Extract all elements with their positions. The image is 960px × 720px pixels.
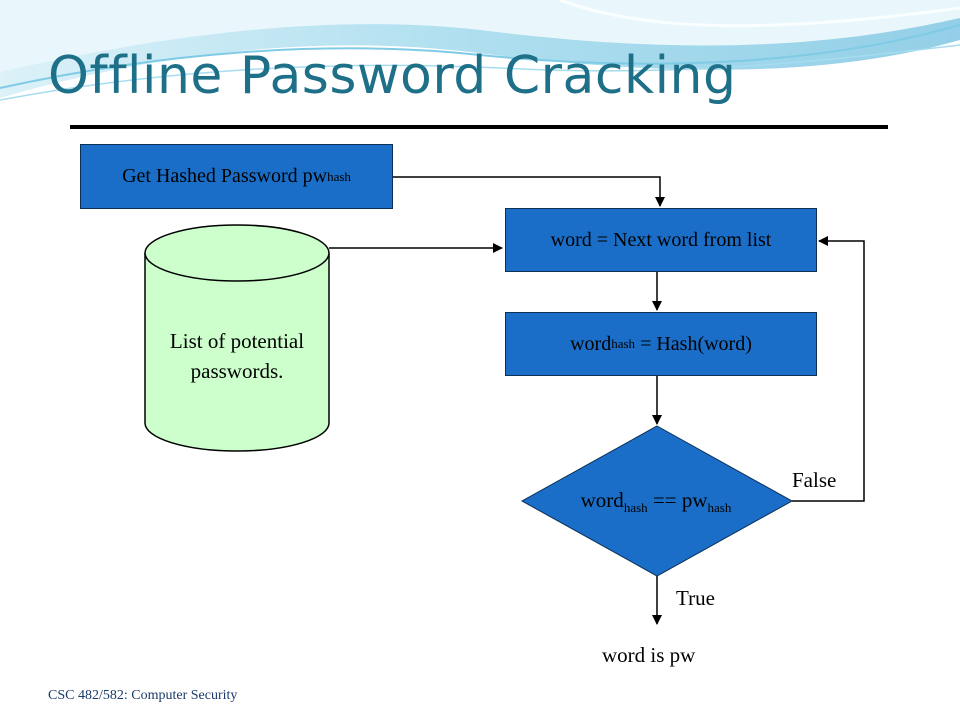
- true-label: True: [676, 586, 715, 610]
- hash-word-text-a: word: [570, 332, 612, 355]
- database-label: List of potential passwords.: [145, 326, 329, 386]
- database-label-line2: passwords.: [190, 359, 284, 383]
- slide-footer: CSC 482/582: Computer Security: [48, 688, 238, 703]
- result-label: word is pw: [602, 643, 696, 667]
- decision-text-a: word: [580, 488, 624, 512]
- arrow-gethash-to-nextword: [393, 176, 665, 207]
- title-divider: [70, 125, 888, 129]
- slide-title: Offline Password Cracking: [48, 46, 737, 106]
- database-label-line1: List of potential: [169, 329, 305, 353]
- decision-subscript-b: hash: [707, 500, 732, 516]
- false-label: False: [792, 468, 837, 492]
- decision-label: wordhash == pwhash: [520, 488, 792, 516]
- background-wave: [0, 0, 960, 101]
- get-hash-text: Get Hashed Password pw: [122, 165, 328, 187]
- next-word-text: word = Next word from list: [550, 228, 772, 251]
- decision-text-b: == pw: [647, 488, 708, 512]
- hash-word-subscript: hash: [611, 336, 636, 351]
- decision-subscript-a: hash: [623, 500, 648, 516]
- next-word-box: word = Next word from list: [505, 208, 817, 272]
- database-cylinder: [144, 224, 330, 452]
- arrow-false-loop: [792, 236, 865, 502]
- hash-word-text-b: = Hash(word): [635, 332, 752, 355]
- get-hash-subscript: hash: [327, 168, 351, 184]
